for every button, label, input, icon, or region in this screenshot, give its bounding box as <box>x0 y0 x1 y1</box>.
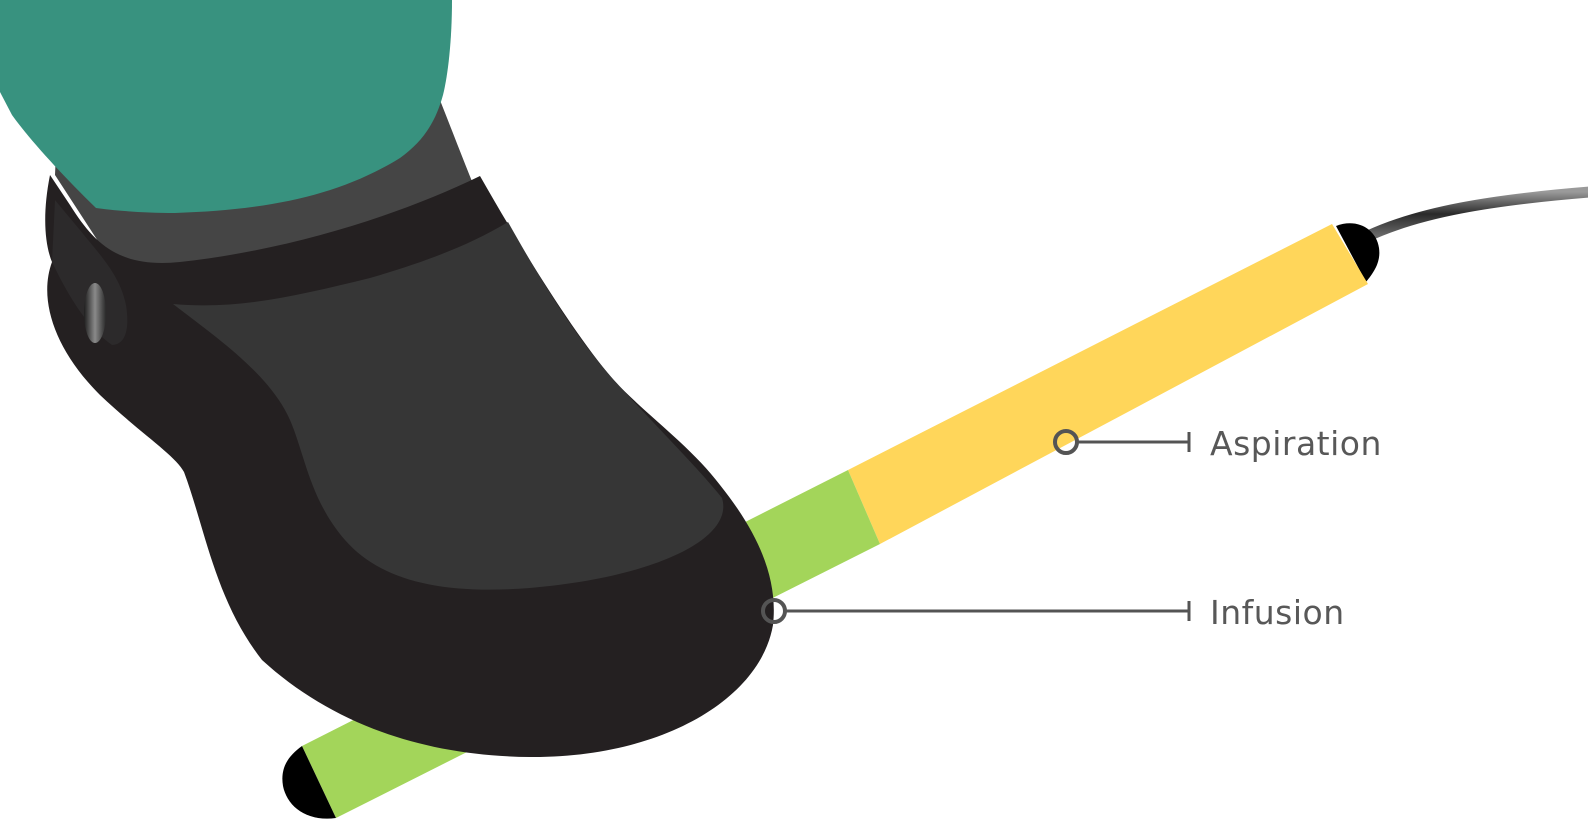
shoe-buckle <box>84 283 106 343</box>
infusion-callout: Infusion <box>763 593 1345 632</box>
aspiration-callout: Aspiration <box>1055 424 1382 463</box>
aspiration-label: Aspiration <box>1210 424 1382 463</box>
instrument-cable <box>1368 192 1588 236</box>
aspiration-section <box>848 224 1368 544</box>
infusion-label: Infusion <box>1210 593 1345 632</box>
